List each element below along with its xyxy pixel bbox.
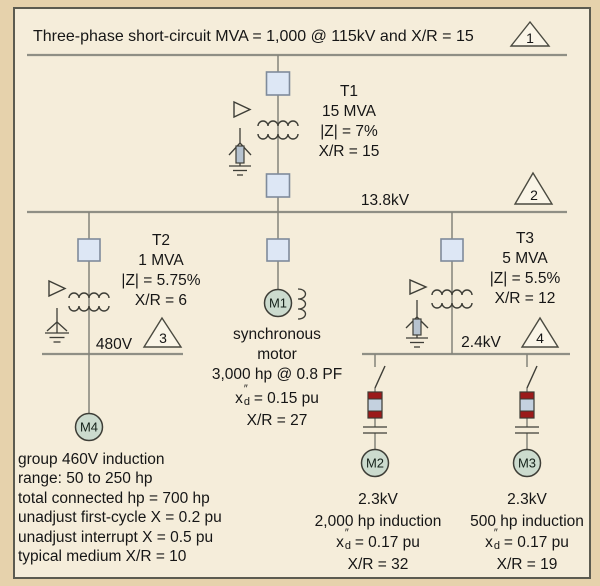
fault-marker-1-number: 1 <box>526 30 534 46</box>
contactor-m2-icon <box>363 426 387 434</box>
breaker-t3-icon <box>440 238 464 262</box>
fault-marker-4-icon <box>520 316 560 348</box>
motor-m4-circle-icon <box>74 412 104 442</box>
t2-impedance: |Z| = 5.75% <box>121 272 201 289</box>
motor-m4-tag: M4 <box>79 419 99 435</box>
delta-winding-t1-icon <box>233 100 252 119</box>
delta-winding-t3-icon <box>409 278 428 296</box>
fault-marker-2-number: 2 <box>530 187 538 203</box>
bus-2-4kv-label: 2.4kV <box>461 334 501 351</box>
breaker-t1-primary-icon <box>265 71 291 96</box>
transformer-t3-winding-icon <box>431 289 473 309</box>
m2-xd: x″d= 0.17 pu <box>336 527 420 552</box>
fault-marker-4-number: 4 <box>536 330 544 346</box>
t3-rating: 5 MVA <box>502 250 548 267</box>
motor-m3-circle-icon <box>512 448 542 478</box>
sync-coil-m1-icon <box>297 288 307 320</box>
m1-type-line2: motor <box>257 346 297 363</box>
wye-ground-t2-icon <box>45 308 69 343</box>
t2-rating: 1 MVA <box>138 252 184 269</box>
fault-markers <box>142 20 560 348</box>
bus-13-8kv-label: 13.8kV <box>360 192 410 209</box>
m4-note-6: typical medium X/R = 10 <box>18 548 187 566</box>
t2-name: T2 <box>151 232 171 249</box>
fault-marker-2-icon <box>513 171 554 205</box>
t1-name: T1 <box>339 83 359 100</box>
fault-marker-1-icon <box>509 20 551 47</box>
transformer-t2-winding-icon <box>68 292 110 312</box>
m4-note-5: unadjust interrupt X = 0.5 pu <box>18 528 214 546</box>
bus-480v-label: 480V <box>95 336 133 353</box>
delta-winding-t2-icon <box>48 279 67 298</box>
motor-m1-label: synchronous motor 3,000 hp @ 0.8 PF x″d=… <box>212 325 342 431</box>
m3-xr: X/R = 19 <box>496 555 558 573</box>
m3-kv: 2.3kV <box>507 491 547 508</box>
wye-ground-t3-icon <box>405 300 429 348</box>
m2-kv: 2.3kV <box>358 491 398 508</box>
t1-xr: X/R = 15 <box>318 143 380 160</box>
double-prime-subscript-d: ″d <box>243 383 250 408</box>
m3-desc: 500 hp induction <box>470 512 584 530</box>
motor-m3-tag: M3 <box>517 455 537 471</box>
breaker-m1-icon <box>266 238 290 262</box>
t3-xr: X/R = 12 <box>494 290 556 307</box>
motor-m3-label: 2.3kV 500 hp induction x″d= 0.17 pu X/R … <box>470 489 584 575</box>
m1-xd: x″d= 0.15 pu <box>235 383 319 408</box>
fuse-m3-icon <box>519 391 535 419</box>
switch-blade-m3-icon <box>526 365 538 389</box>
m2-desc: 2,000 hp induction <box>314 512 442 530</box>
t2-xr: X/R = 6 <box>134 292 188 309</box>
t1-impedance: |Z| = 7% <box>320 123 378 140</box>
double-prime-subscript-d: ″d <box>344 527 351 552</box>
fuse-m2-icon <box>367 391 383 419</box>
motor-m1-circle-icon <box>263 288 293 318</box>
m1-rating: 3,000 hp @ 0.8 PF <box>211 366 343 383</box>
breaker-t1-secondary-icon <box>265 173 291 198</box>
transformer-t1-winding-icon <box>257 120 299 140</box>
m4-note-4: unadjust first-cycle X = 0.2 pu <box>18 509 222 527</box>
motor-m2-circle-icon <box>360 448 390 478</box>
t1-rating: 15 MVA <box>322 103 376 120</box>
ground-resistor-t1-icon <box>235 145 245 164</box>
double-prime-subscript-d: ″d <box>493 527 500 552</box>
motor-m4-label: group 460V induction range: 50 to 250 hp… <box>18 450 222 566</box>
breaker-t2-icon <box>77 238 101 262</box>
title: Three-phase short-circuit MVA = 1,000 @ … <box>33 28 474 45</box>
switch-blade-m2-icon <box>374 365 386 389</box>
m1-xr: X/R = 27 <box>246 412 308 429</box>
contactor-m3-icon <box>515 426 539 434</box>
transformer-t1-label: T1 15 MVA |Z| = 7% X/R = 15 <box>319 82 380 162</box>
m2-xr: X/R = 32 <box>347 555 409 573</box>
m4-note-3: total connected hp = 700 hp <box>18 489 210 507</box>
t3-impedance: |Z| = 5.5% <box>489 270 561 287</box>
motor-m2-label: 2.3kV 2,000 hp induction x″d= 0.17 pu X/… <box>315 489 442 575</box>
ground-resistor-t3-icon <box>412 318 422 336</box>
motor-m1-tag: M1 <box>268 295 288 311</box>
fault-marker-3-icon <box>142 316 183 348</box>
m1-type-line1: synchronous <box>233 326 321 343</box>
motor-m2-tag: M2 <box>365 455 385 471</box>
transformer-t3-label: T3 5 MVA |Z| = 5.5% X/R = 12 <box>490 229 561 309</box>
wye-ground-t1-icon <box>228 128 252 176</box>
fault-marker-3-number: 3 <box>159 330 167 346</box>
transformer-t2-label: T2 1 MVA |Z| = 5.75% X/R = 6 <box>121 231 200 311</box>
m4-note-2: range: 50 to 250 hp <box>18 470 153 488</box>
breakers <box>77 71 464 262</box>
m3-xd: x″d= 0.17 pu <box>485 527 569 552</box>
diagram-panel <box>13 7 591 579</box>
t3-name: T3 <box>515 230 535 247</box>
bus-lines <box>27 53 570 356</box>
m4-note-1: group 460V induction <box>18 451 165 468</box>
